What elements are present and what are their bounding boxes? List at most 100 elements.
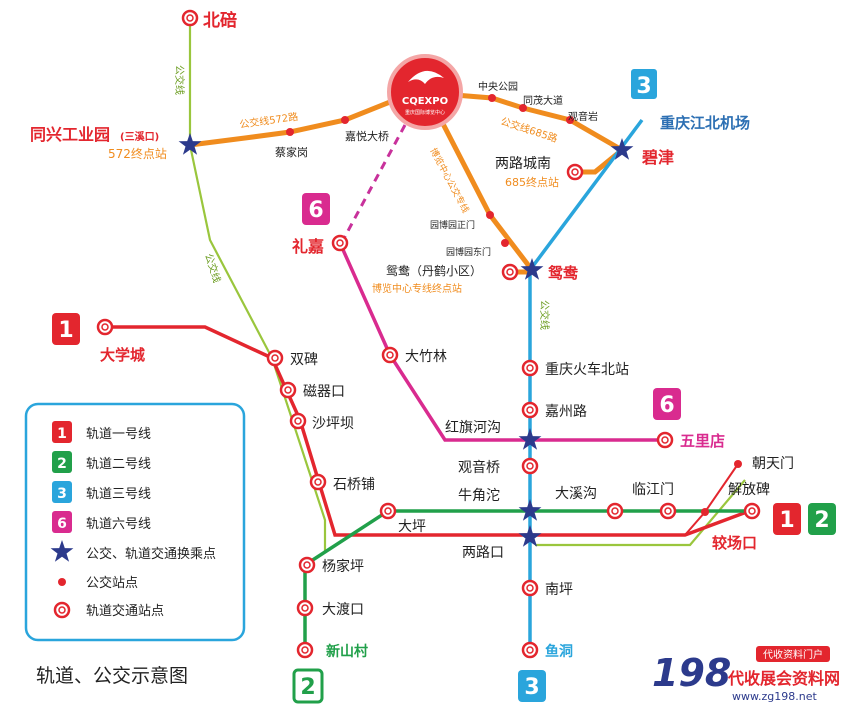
station-label-jiazhoulu: 嘉州路 [545,404,587,420]
watermark-url: www.zg198.net [732,690,817,703]
svg-text:1: 1 [779,508,794,533]
station-ring [659,502,677,520]
watermark-tag: 代收资料门户 [763,648,823,661]
station-label-572-terminus: 572终点站 [108,146,167,161]
svg-text:2: 2 [300,675,315,700]
bus-stop-dot [488,94,496,102]
bus-stop-dot [519,104,527,112]
station-label-nanping: 南坪 [545,582,573,598]
station-label-caijiagang: 蔡家岗 [275,145,308,159]
station-label-shiqiaopu: 石桥铺 [333,477,375,493]
station-label-tongmao: 同茂大道 [523,94,563,107]
map-title: 轨道、公交示意图 [36,665,188,687]
station-label-lijia: 礼嘉 [292,237,324,256]
expo-logo: CQEXPO 重庆国际博览中心 [387,54,463,130]
station-label-daping: 大坪 [398,519,426,535]
badge-line6-right: 6 [653,388,681,420]
svg-text:6: 6 [659,393,674,418]
station-ring [379,502,397,520]
bus-stop-dot [286,128,294,136]
station-label-airport: 重庆江北机场 [660,114,750,132]
station-ring [181,9,199,27]
bus-label-685: 公交线685路 [499,114,559,145]
transfer-star [178,133,202,155]
station-label-wulidian: 五里店 [680,432,725,450]
station-label-hongqihegou: 红旗河沟 [445,420,501,436]
station-ring [331,234,349,252]
svg-text:2: 2 [814,508,829,533]
station-label-jiayue: 嘉悦大桥 [345,129,389,143]
station-label-yuanbo-main: 园博园正门 [430,219,475,231]
svg-text:6: 6 [57,516,67,532]
bus-stop-dot [701,508,709,516]
station-label-yuanbo-east: 园博园东门 [446,246,491,258]
station-label-tongxing-note: (三溪口) [120,130,159,143]
station-ring [566,163,584,181]
station-ring [96,318,114,336]
station-label-expo-terminus: 博览中心专线终点站 [372,282,462,295]
svg-text:6: 6 [308,198,323,223]
station-ring [298,556,316,574]
station-label-linjiangmen: 临江门 [632,482,674,498]
station-label-chaotianmen: 朝天门 [752,456,794,472]
badge-line1-left: 1 [52,313,80,345]
badge-line3-bottom: 3 [518,670,546,702]
station-label-guanyinyan: 观音岩 [568,110,598,123]
svg-text:2: 2 [57,456,67,472]
line6-path [338,242,665,442]
station-label-daxigou: 大溪沟 [555,486,597,502]
badge-line1-right: 1 [773,503,801,535]
station-label-yuanyang-danhe: 鸳鸯（丹鹤小区） [386,263,482,278]
bus-line-lower [535,479,746,547]
station-ring [266,349,284,367]
station-label-daxuecheng: 大学城 [100,346,145,364]
station-label-jiaochangkou: 较场口 [712,534,757,552]
legend-label: 轨道六号线 [86,517,151,532]
expo-logo-sub: 重庆国际博览中心 [405,109,445,116]
bus-stop-dot [341,116,349,124]
station-ring [309,473,327,491]
badge-line3-top: 3 [629,67,659,101]
bus-label-572: 公交线572路 [239,110,299,131]
watermark: 198 代收资料门户 代收展会资料网 www.zg198.net [652,646,840,703]
station-label-shuangbei: 双碑 [290,352,318,368]
legend-ring-icon [53,601,71,619]
station-label-niujiaotuo: 牛角沱 [458,487,500,504]
station-label-yangjiaping: 杨家坪 [322,558,364,575]
bus-stop-dot [734,460,742,468]
legend-dot-icon [58,578,66,586]
station-label-xinshancun: 新山村 [326,643,368,660]
station-ring [289,412,307,430]
svg-text:3: 3 [636,74,651,99]
watermark-name: 代收展会资料网 [727,669,840,688]
svg-text:1: 1 [57,426,67,442]
badge-line6-top: 6 [302,193,330,225]
station-label-bijin: 碧津 [641,148,674,167]
bus-label-right: 公交线 [538,300,551,330]
bus-stop-dot [486,211,494,219]
legend-label: 公交站点 [86,575,138,591]
station-label-dazhulin: 大竹林 [405,349,447,365]
station-ring [521,641,539,659]
legend: 1 轨道一号线 2 轨道二号线 3 轨道三号线 6 轨道六号线 公交、轨道交通换… [24,402,246,642]
line3-path [528,118,644,650]
legend-label: 轨道二号线 [86,457,151,472]
legend-label: 轨道一号线 [86,427,151,442]
station-label-beibei: 北碚 [203,10,237,31]
station-label-yudong: 鱼洞 [545,643,573,660]
bus-line-left [188,18,327,552]
station-ring [656,431,674,449]
station-label-tongxing: 同兴工业园 [30,125,110,144]
bus-label-expo: 博览中心公交专线 [427,146,471,215]
bus-stop-dot [566,116,574,124]
legend-label: 轨道交通站点 [86,603,164,619]
station-ring [521,359,539,377]
bus-stop-dot [501,239,509,247]
station-ring [521,401,539,419]
badge-line2-right: 2 [808,503,836,535]
station-label-guanyinqiao: 观音桥 [458,459,500,476]
station-ring [521,457,539,475]
station-ring [743,502,761,520]
station-ring [296,599,314,617]
station-label-north-station: 重庆火车北站 [545,361,629,378]
